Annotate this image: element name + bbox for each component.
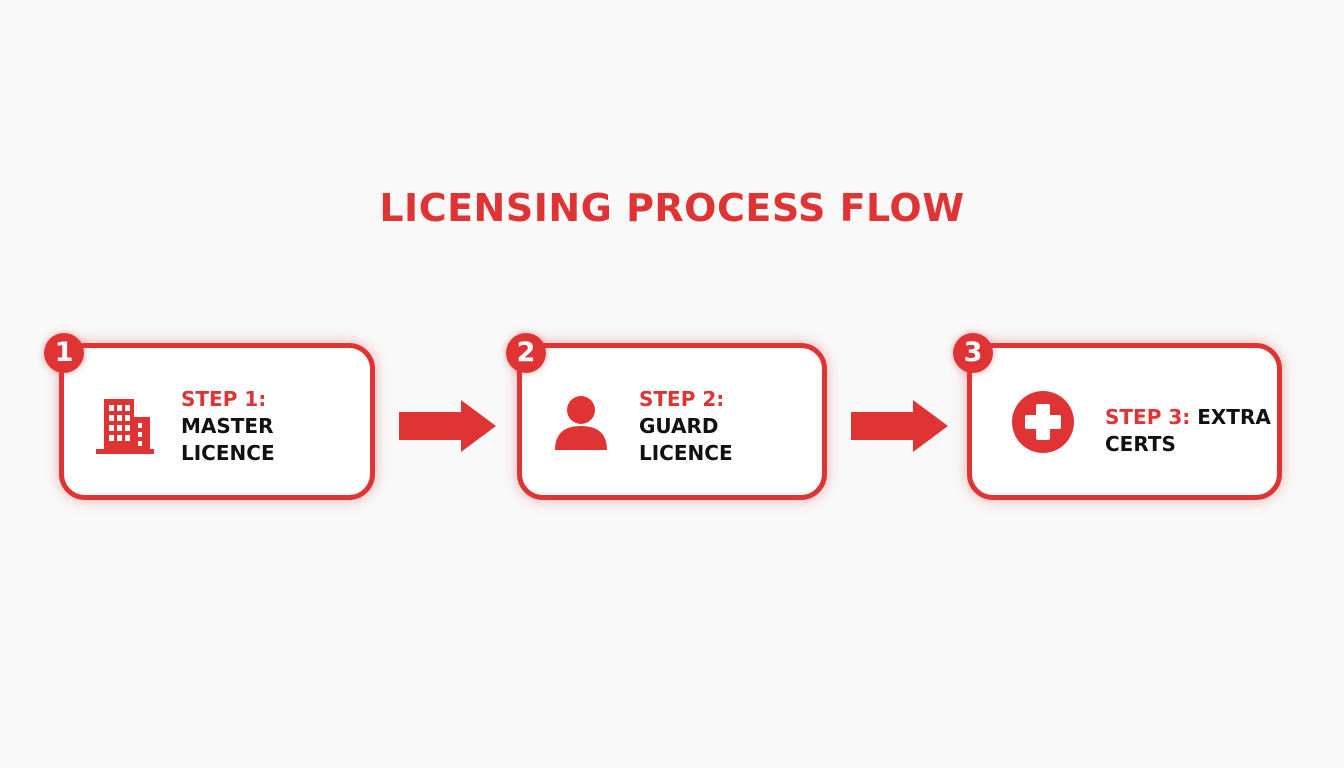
step-1-line1: MASTER [181,414,274,438]
step-2-card: STEP 2: GUARD LICENCE [517,343,827,500]
step-3-label: STEP 3: EXTRA CERTS [1105,404,1271,458]
step-2-prefix: STEP 2: [639,387,725,411]
step-3-line2: CERTS [1105,432,1176,456]
page-title: LICENSING PROCESS FLOW [379,186,965,230]
step-1-card: STEP 1: MASTER LICENCE [59,343,375,500]
medical-cross-icon [1012,391,1074,453]
step-2-line1: GUARD [639,414,719,438]
step-1-line2: LICENCE [181,441,275,465]
step-3-line1: EXTRA [1190,405,1271,429]
step-1-prefix: STEP 1: [181,387,267,411]
step-3-line1-row: STEP 3: EXTRA [1105,404,1271,431]
step-1-label: STEP 1: MASTER LICENCE [181,386,275,467]
step-2-label: STEP 2: GUARD LICENCE [639,386,733,467]
building-icon [96,399,154,454]
arrow-right-icon [851,400,948,452]
step-1-badge: 1 [44,333,84,373]
step-3-badge: 3 [953,333,993,373]
step-2-line2: LICENCE [639,441,733,465]
step-2-badge: 2 [506,333,546,373]
step-3-card: STEP 3: EXTRA CERTS [967,343,1282,500]
arrow-right-icon [399,400,496,452]
person-icon [555,396,607,450]
step-3-prefix: STEP 3: [1105,405,1191,429]
